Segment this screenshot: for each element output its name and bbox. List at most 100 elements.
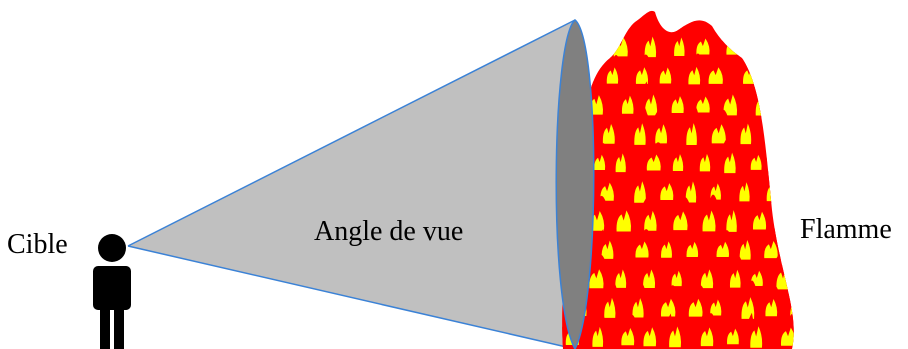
flame-core [602,123,615,144]
flame-core [635,67,649,84]
flame-core [635,241,649,258]
view-angle-label: Angle de vue [314,216,464,247]
flame-tongue [784,108,794,146]
flame-core [755,94,771,116]
flame-core [699,153,711,172]
flame-core [669,326,682,348]
flame-tongue [765,114,788,143]
flame-core [696,96,710,113]
flame-tongue [771,19,794,60]
flame-core [797,183,810,201]
flame-core [644,210,657,231]
flame-core [726,38,739,55]
flame-core [600,182,614,201]
flame-core [616,210,632,232]
flame-core [604,297,616,318]
flame-core [780,327,794,346]
flame-core [752,211,767,230]
flame-core [723,94,738,116]
person-icon [93,234,131,349]
flame-core [671,270,682,287]
flame-core [710,299,722,316]
person-head [98,234,126,262]
flame-tongue [742,19,771,61]
flame-core [632,298,644,318]
flame-core [764,241,778,259]
flame-core [776,36,790,58]
flame-core [702,210,716,232]
flame-core [748,36,763,58]
flame-core [750,270,763,287]
flame-core [688,298,703,317]
flame-core [634,123,646,145]
flame-core [659,67,672,84]
flame-core [686,123,697,145]
flame-tongue [775,197,794,232]
flame-core [696,38,710,55]
flame-core [739,182,750,202]
flame-core [724,152,736,174]
flame-tongue [777,140,794,174]
flame-core [686,241,699,257]
flame-tongue [791,54,794,86]
flame-core [671,96,684,113]
flame-core [661,241,672,258]
person-torso [93,266,131,310]
flame-core [781,95,794,115]
view-cone [127,19,576,349]
flame-tongue [762,50,786,89]
flame-core [739,240,751,260]
flame-core [767,65,780,87]
flame-core [796,67,807,84]
flame-core [621,95,634,114]
cone-base [555,19,595,349]
flame-core [674,37,685,56]
flame-core [643,327,657,347]
flame-core [741,297,755,319]
flame-core [643,269,656,289]
flame-core [729,269,741,288]
flame-core [672,154,684,172]
flame-core [750,326,763,348]
flame-core [727,328,739,345]
flame-core [790,123,794,144]
flame-core [644,36,657,58]
flame-core [716,241,730,258]
flame-core [765,298,778,317]
flame-core [644,94,658,116]
flame-core [606,67,619,84]
flame-tongue [791,169,794,203]
flame-core [700,269,714,289]
flame-core [688,66,701,85]
flame-core [673,211,688,231]
target-label: Cible [7,229,68,260]
flame-tongue [784,283,794,320]
flame-core [592,326,604,347]
flame-core [781,153,793,172]
person-left-leg [100,306,110,349]
flame-core [700,327,714,347]
flame-core [615,269,627,288]
flame-core [588,37,602,56]
flame-core [711,124,726,144]
flame-core [781,211,794,230]
flame-core [740,123,752,145]
flame-core [621,327,635,346]
flame-core [634,181,646,203]
cone-top-edge [127,19,576,247]
flame-core [770,125,782,142]
flame-tongue [583,23,608,58]
flame-core [708,67,723,84]
flame-core [646,154,661,171]
flame-core [750,154,762,170]
flame-core [660,183,674,201]
person-right-leg [114,306,124,349]
flame-core [660,298,676,317]
flame-tongue [775,80,794,117]
flame-core [589,269,604,289]
flame-core [594,154,606,171]
flame-core [685,181,697,203]
flame-core [655,124,668,144]
flame-label: Flamme [800,214,892,245]
